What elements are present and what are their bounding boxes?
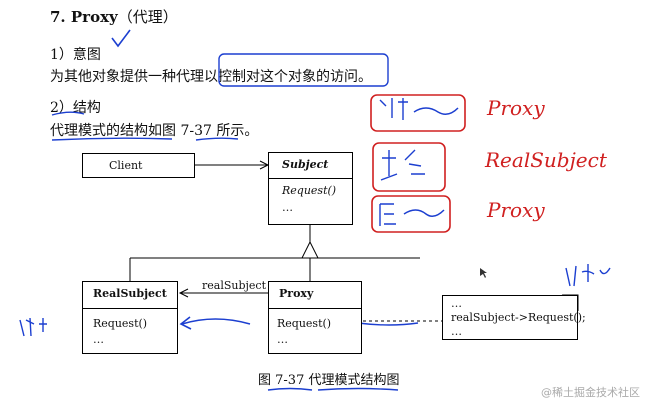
intent-sentence-a: 为其他对象提供一种代理 <box>50 69 204 85</box>
figure-caption: 图 7-37 代理模式结构图 <box>258 373 400 388</box>
assoc-label: realSubject <box>202 279 267 292</box>
structure-sentence: 代理模式的结构如图 7-37 所示。 <box>50 123 259 139</box>
section-title: Proxy <box>70 8 118 26</box>
intent-sentence: 为其他对象提供一种代理以控制对这个对象的访问。 <box>50 66 372 86</box>
tilde-3 <box>403 209 445 217</box>
checkmark-icon <box>111 29 131 48</box>
cursor-icon <box>480 268 487 278</box>
assoc-arrowhead <box>178 288 189 298</box>
note-line3: … <box>451 325 462 338</box>
qian-scribble <box>379 98 408 120</box>
hand-arrowhead <box>179 316 192 330</box>
proxy-label: Proxy <box>279 287 314 300</box>
client-class-box: Client <box>82 153 195 178</box>
subject-label: Subject <box>282 158 329 171</box>
red-box-3 <box>371 195 451 233</box>
structure-label: 2）结构 <box>50 100 101 116</box>
annot-proxy-2: Proxy <box>487 198 545 222</box>
intent-sentence-b: 以控制对这个对象的访问。 <box>204 69 372 85</box>
red-box-1 <box>370 94 466 132</box>
annot-proxy-1: Proxy <box>487 96 545 120</box>
proxy-op: Request() <box>277 317 332 330</box>
watermark: @稀土掘金技术社区 <box>541 386 640 399</box>
realsubject-class-box: RealSubject Request() … <box>82 281 178 354</box>
section-title-zh: （代理） <box>117 8 178 26</box>
subject-op: Request() <box>282 184 337 197</box>
tilde-1 <box>413 107 459 115</box>
realsubject-label: RealSubject <box>93 287 167 300</box>
red-box-2 <box>372 142 446 192</box>
section-number: 7. <box>50 8 66 26</box>
realsubject-op: Request() <box>93 317 148 330</box>
note-line1: … <box>451 297 462 310</box>
annot-realsubject: RealSubject <box>485 148 607 172</box>
left-scribble <box>19 317 47 337</box>
proxy-class-box: Proxy Request() … <box>268 281 362 354</box>
inherit-triangle <box>301 240 319 259</box>
note-line2: realSubject->Request(); <box>451 311 586 324</box>
hand-arrow <box>181 318 251 325</box>
hou-scribble <box>379 203 396 226</box>
hand-dash <box>357 322 419 326</box>
proxy-more: … <box>277 333 288 346</box>
note-box: … realSubject->Request(); … <box>442 295 586 340</box>
highlight-box-blue <box>218 53 389 87</box>
section-heading: 7. Proxy（代理） <box>50 6 178 27</box>
subject-class-box: Subject Request() … <box>268 152 353 225</box>
intent-label: 1）意图 <box>50 47 101 63</box>
right-scribble <box>565 264 611 287</box>
underline-sentence <box>51 137 173 141</box>
client-label: Client <box>109 159 143 172</box>
underline-structure <box>51 111 85 116</box>
subject-more: … <box>282 201 293 214</box>
underline-fig-ref <box>195 137 239 141</box>
realsubject-more: … <box>93 333 104 346</box>
caiju-scribble <box>380 149 425 181</box>
